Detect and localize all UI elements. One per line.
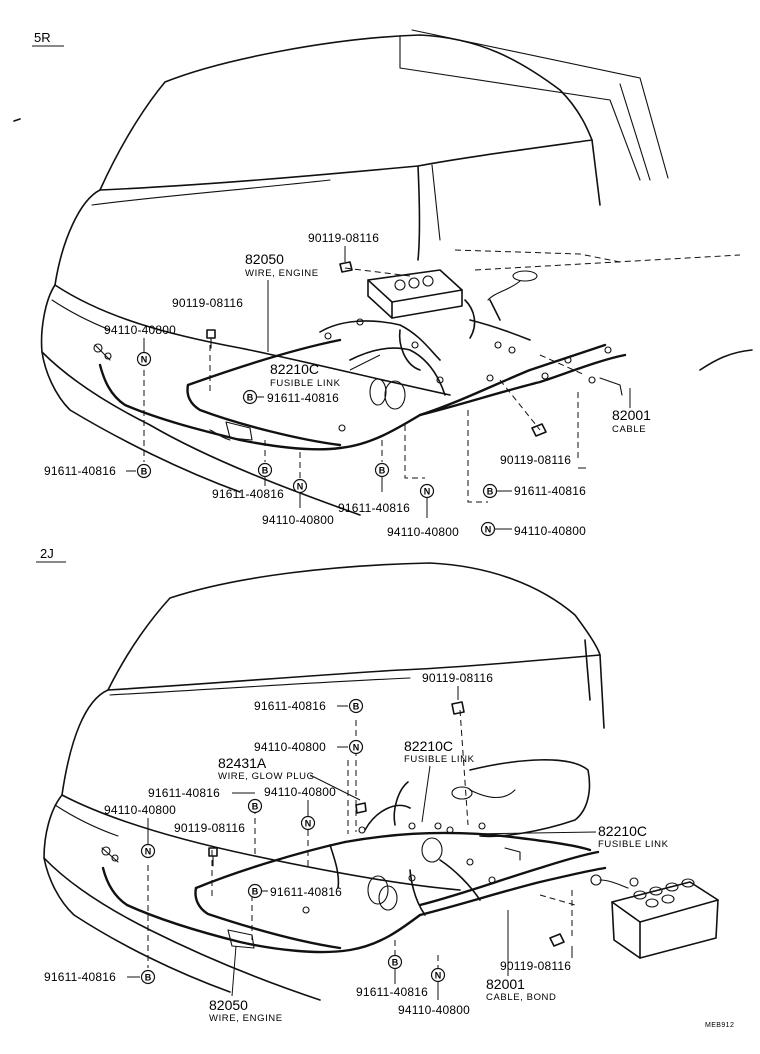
- section-label-2j: 2J: [40, 546, 54, 561]
- callout-fusible-link2-number: 82210C: [598, 823, 647, 839]
- svg-text:B: B: [252, 801, 259, 811]
- callout-fusible-link2-name: FUSIBLE LINK: [598, 839, 669, 850]
- callout-bolt-b-bottom1: 91611-40816: [212, 487, 284, 501]
- callout-bolt-b-upper: 91611-40816: [148, 786, 220, 800]
- callout-bolt-b-bottom: 91611-40816: [356, 985, 428, 999]
- svg-text:B: B: [392, 957, 399, 967]
- stray-mark: [13, 118, 21, 122]
- leaders-5r: [143, 267, 586, 503]
- callouts-5r: 90119-08116 82050 WIRE, ENGINE 90119-081…: [44, 231, 651, 539]
- svg-text:B: B: [145, 972, 152, 982]
- svg-text:N: N: [145, 846, 152, 856]
- bolt-b-mark: B: [247, 883, 263, 899]
- callout-bolt-top-right: 90119-08116: [422, 671, 493, 685]
- callout-fusible-link1-name: FUSIBLE LINK: [404, 754, 475, 765]
- callout-bolt-b-left: 91611-40816: [44, 464, 116, 478]
- svg-text:B: B: [247, 392, 254, 402]
- bolt-b-mark: B: [136, 463, 152, 479]
- nut-mark: N: [300, 815, 316, 831]
- callout-glow-plug-name: WIRE, GLOW PLUG: [218, 771, 315, 782]
- svg-text:B: B: [252, 886, 259, 896]
- callout-wire-engine-name: WIRE, ENGINE: [245, 268, 319, 279]
- callout-fusible-link-name: FUSIBLE LINK: [270, 378, 341, 389]
- bolt-b-mark: B: [257, 462, 273, 478]
- bolt-b-mark: B: [140, 969, 156, 985]
- callout-nut-left: 94110-40800: [104, 803, 176, 817]
- nut-mark: N: [292, 478, 308, 494]
- callout-cable-bond-number: 82001: [486, 976, 525, 992]
- callout-bolt-left: 90119-08116: [172, 296, 243, 310]
- callout-nut-bottom1: 94110-40800: [262, 513, 334, 527]
- svg-text:N: N: [424, 486, 431, 496]
- svg-text:N: N: [485, 524, 492, 534]
- svg-text:N: N: [435, 970, 442, 980]
- callout-bolt: 90119-08116: [308, 231, 379, 245]
- callout-nut-bottom: 94110-40800: [398, 1003, 470, 1017]
- svg-text:B: B: [262, 465, 269, 475]
- section-5r: 5R: [13, 29, 753, 539]
- callout-fusible-link-number: 82210C: [270, 361, 319, 377]
- harness-5r: [93, 299, 627, 451]
- callout-bolt-left: 90119-08116: [174, 821, 245, 835]
- leaders-2j: [147, 709, 576, 968]
- callout-wire-engine-number: 82050: [209, 997, 248, 1013]
- svg-text:B: B: [487, 486, 494, 496]
- callout-cable-name: CABLE: [612, 424, 646, 435]
- callout-bolt-b-bottom2: 91611-40816: [338, 501, 410, 515]
- callouts-2j: 91611-40816 B 90119-08116 94110-40800 N …: [44, 671, 669, 1024]
- callout-bolt-b-mid: 91611-40816: [270, 885, 342, 899]
- nut-mark: N: [480, 521, 496, 537]
- battery-5r: [367, 269, 538, 319]
- callout-nut-right: 94110-40800: [514, 524, 586, 538]
- bolt-b-mark: B: [348, 698, 364, 714]
- callout-nut-bottom2: 94110-40800: [387, 525, 459, 539]
- callout-bolt-b-top: 91611-40816: [254, 699, 326, 713]
- harness-2j: [101, 781, 629, 954]
- callout-cable-number: 82001: [612, 407, 651, 423]
- svg-text:B: B: [141, 466, 148, 476]
- callout-cable-bond-name: CABLE, BOND: [486, 992, 556, 1003]
- callout-glow-plug-number: 82431A: [218, 755, 267, 771]
- bolt-b-mark: B: [247, 798, 263, 814]
- callout-fusible-link1-number: 82210C: [404, 738, 453, 754]
- nut-mark: N: [348, 739, 364, 755]
- bolt-b-mark: B: [482, 483, 498, 499]
- callout-bolt-b-mid: 91611-40816: [267, 391, 339, 405]
- section-2j: 2J: [36, 546, 719, 1024]
- svg-text:N: N: [141, 354, 148, 364]
- callout-bolt-b-left: 91611-40816: [44, 970, 116, 984]
- hood-front-5r: [40, 179, 753, 516]
- battery-2j: [611, 877, 719, 959]
- bolt-b-mark: B: [242, 389, 258, 405]
- callout-bolt-right: 90119-08116: [500, 453, 571, 467]
- callout-bolt-b-right: 91611-40816: [514, 484, 586, 498]
- callout-wire-engine-name: WIRE, ENGINE: [209, 1013, 283, 1024]
- nut-mark: N: [419, 483, 435, 499]
- nut-mark: N: [136, 351, 152, 367]
- cab-outline-2j: [107, 562, 605, 729]
- hardware-5r: [206, 261, 547, 437]
- hardware-2j: [208, 701, 565, 947]
- svg-text:N: N: [353, 742, 360, 752]
- callout-nut-left: 94110-40800: [104, 323, 176, 337]
- diagram-code: MEB912: [705, 1022, 734, 1029]
- callout-bolt-battery: 90119-08116: [500, 959, 571, 973]
- nut-mark: N: [430, 967, 446, 983]
- section-label-5r: 5R: [34, 30, 51, 45]
- callout-nut-upper: 94110-40800: [264, 785, 336, 799]
- bolt-b-mark: B: [387, 954, 403, 970]
- cab-outline-5r: [99, 29, 669, 261]
- callout-wire-engine-number: 82050: [245, 251, 284, 267]
- svg-text:N: N: [297, 481, 304, 491]
- svg-text:B: B: [353, 701, 360, 711]
- svg-text:N: N: [305, 818, 312, 828]
- callout-nut-top: 94110-40800: [254, 740, 326, 754]
- svg-text:B: B: [379, 465, 386, 475]
- bolt-b-mark: B: [374, 462, 390, 478]
- nut-mark: N: [140, 843, 156, 859]
